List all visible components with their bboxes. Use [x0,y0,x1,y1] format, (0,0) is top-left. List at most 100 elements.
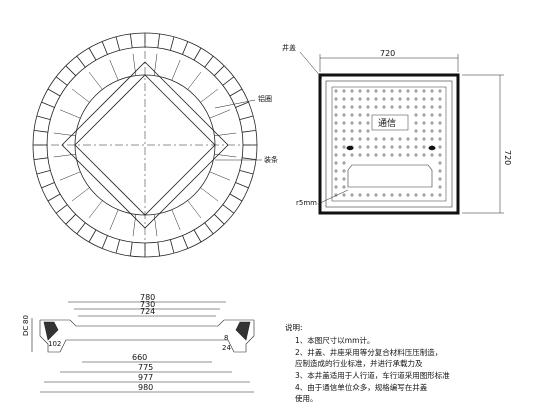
stud-mark [414,89,418,93]
stud-mark [438,153,442,157]
stud-mark [422,129,426,133]
stud-mark [358,153,362,157]
rib-line [214,65,225,76]
inner-rib-line [171,59,181,81]
stud-mark [342,121,346,125]
rib-line [88,229,97,243]
stud-mark [366,113,370,117]
stud-mark [422,153,426,157]
frame-top-edge [40,319,254,327]
bar-label: 装条 [264,155,278,164]
stud-mark [438,169,442,173]
stud-mark [366,129,370,133]
stud-mark [374,105,378,109]
rib-line [36,115,51,121]
stud-mark [406,145,410,149]
cover-pattern-border [331,86,447,202]
note-line-5: 4、由于通信单位众多，规格编写在井盖 [295,382,428,392]
stud-mark [390,193,394,197]
keyhole-left [346,145,354,151]
stud-mark [398,153,402,157]
stud-mark [350,137,354,141]
stud-mark [358,145,362,149]
rib-line [204,55,214,68]
stud-mark [438,129,442,133]
stud-mark [366,193,370,197]
seal-right [235,321,251,341]
stud-mark [438,97,442,101]
stud-mark [422,121,426,125]
stud-mark [438,121,442,125]
inner-rib-line [109,59,119,81]
dim-102: 102 [48,340,61,348]
stud-mark [422,145,426,149]
frame-right-profile [234,320,255,353]
stud-mark [334,185,338,189]
stud-mark [358,105,362,109]
dim-775: 775 [138,363,153,372]
stud-mark [414,113,418,117]
dim-660: 660 [132,353,147,362]
stud-mark [430,193,434,197]
stud-mark [390,97,394,101]
stud-mark [406,89,410,93]
stud-mark [414,145,418,149]
stud-mark [358,89,362,93]
stud-mark [334,129,338,133]
frame-left-profile [39,320,60,353]
stud-mark [334,113,338,117]
stud-mark [406,153,410,157]
inner-rib-line [153,214,158,237]
dim-24: 24 [222,344,231,352]
stud-mark [366,121,370,125]
stud-mark [406,105,410,109]
stud-mark [342,177,346,181]
rib-line [47,193,61,202]
rib-line [193,229,202,243]
stud-mark [438,193,442,197]
inner-rib-line [200,187,219,202]
stud-mark [342,97,346,101]
stud-mark [414,137,418,141]
note-line-3: 应制造成的行业标准，并进行承载力及 [295,358,423,368]
stud-mark [358,137,362,141]
stud-mark [422,105,426,109]
stud-mark [382,89,386,93]
rib-line [242,157,257,161]
stud-mark [350,113,354,117]
plan-view [32,32,262,258]
inner-rib-line [71,88,90,103]
stud-mark [390,153,394,157]
stud-mark [422,89,426,93]
stud-mark [406,193,410,197]
stud-mark [406,97,410,101]
stud-mark [350,153,354,157]
rib-line [239,115,254,121]
inner-rib-line [132,214,137,237]
note-line-6: 使用。 [295,393,318,403]
stud-mark [366,153,370,157]
rib-line [65,65,76,76]
rib-line [115,239,121,254]
cover-view [299,51,504,215]
stud-mark [350,129,354,133]
stud-mark [398,145,402,149]
stud-mark [398,105,402,109]
stud-mark [398,97,402,101]
inner-rib-line [209,109,231,119]
seal-left [43,321,59,341]
inner-rib-line [200,88,219,103]
stud-mark [382,153,386,157]
rib-line [129,242,133,257]
groove-note: r5mm [296,199,317,207]
inner-rib-line [171,209,181,231]
leader-ring [214,99,256,109]
note-line-4: 3、本井盖适用于人行道，车行道采用图形标准 [295,370,450,380]
rib-line [157,242,161,257]
rib-line [182,235,189,249]
stud-mark [438,113,442,117]
dim-724: 724 [140,307,155,316]
stud-mark [342,145,346,149]
stud-mark [350,193,354,197]
inner-rib-line [187,71,202,90]
